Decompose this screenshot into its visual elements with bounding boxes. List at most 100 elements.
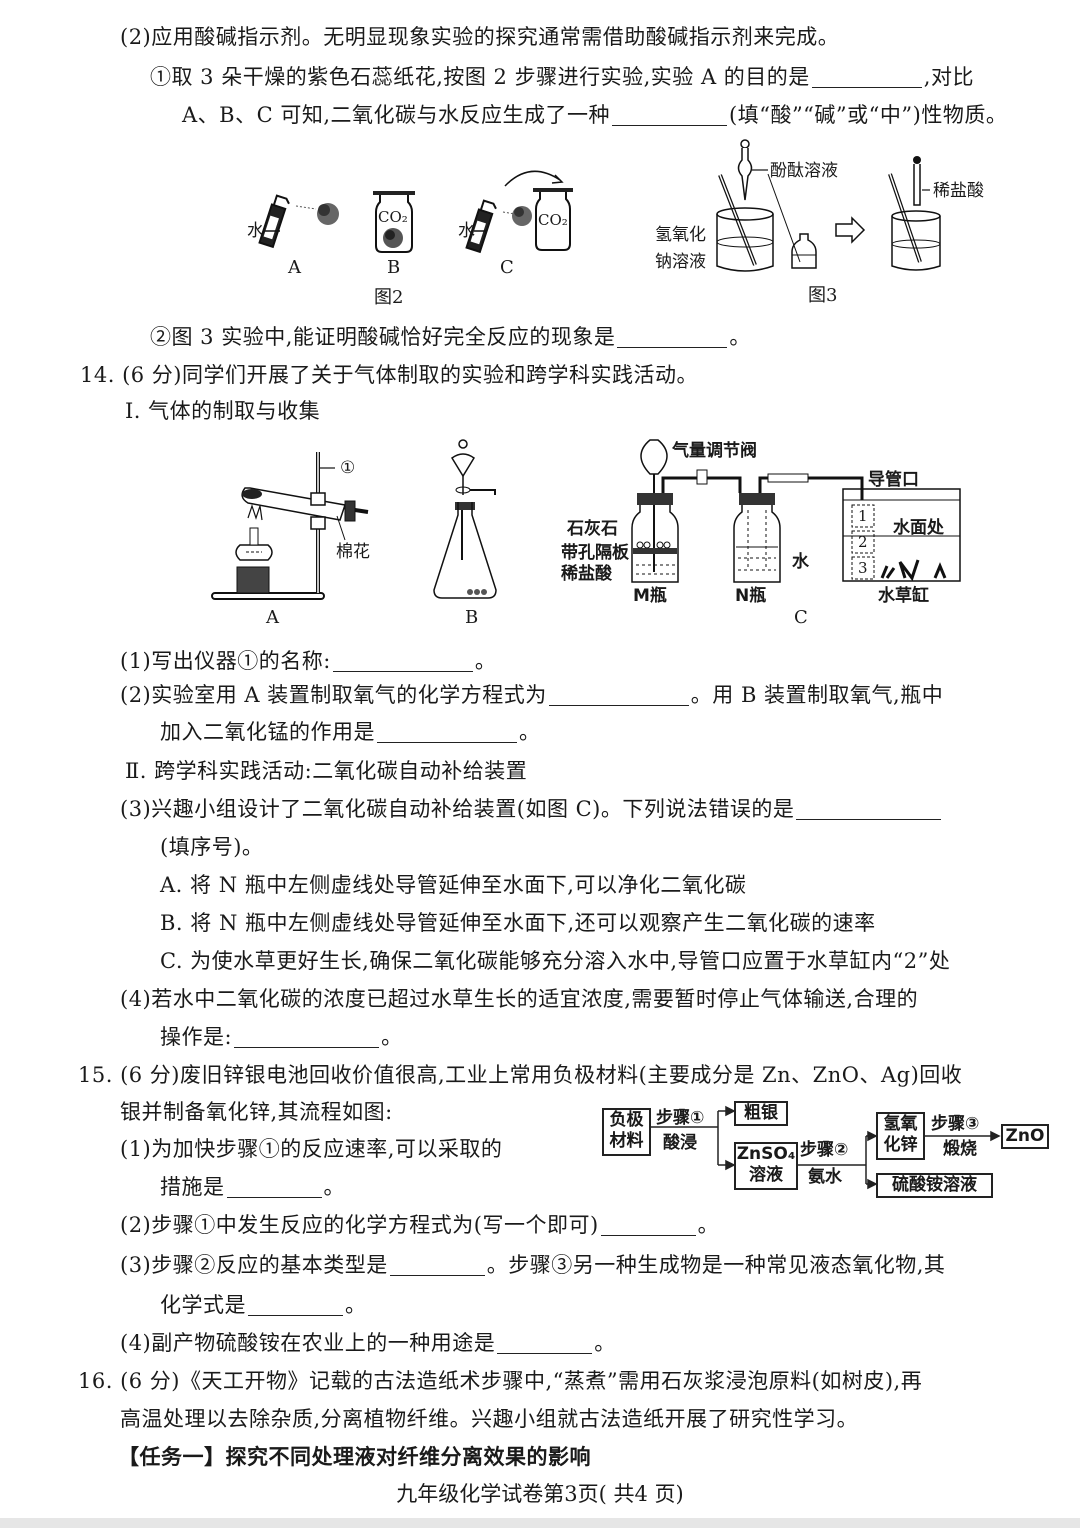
answer-blank-instrument-name[interactable] [332,649,473,672]
fig3-hcl-label: 稀盐酸 [933,181,984,201]
answer-blank-property[interactable] [612,103,728,126]
conical-flask-funnel-icon [433,439,497,599]
q14-header: 14. (6 分)同学们开展了关于气体制取的实验和跨学科实践活动。 [80,363,698,387]
answer-blank-formula[interactable] [248,1293,343,1316]
fig2-label-a: A [288,257,301,278]
fig2-label-b: B [387,257,401,278]
answer-blank-equation[interactable] [548,683,689,706]
flow-node-zno: ZnO [1001,1124,1049,1149]
flow-node-anode-material: 负极 材料 [602,1108,651,1156]
q13-sub1-line2-text: A、B、C 可知,二氧化碳与水反应生成了一种 [182,103,611,127]
q15-p1-end: 。 [323,1175,345,1199]
q14-p4-end: 。 [381,1025,403,1049]
q13-sub1-line2: A、B、C 可知,二氧化碳与水反应生成了一种 (填“酸”“碱”或“中”)性物质。 [182,100,1007,130]
fig2-co2-b: CO₂ [378,208,408,226]
spray-bottle-a-icon [258,194,339,249]
q15-p4-text: (4)副产物硫酸铵在农业上的一种用途是 [120,1331,496,1355]
flow-node-text: 化锌 [883,1135,918,1155]
flow-step2-sub: 氨水 [808,1167,842,1187]
flow-node-text: ZnSO₄ [736,1144,796,1164]
flow-node-text: 负极 [609,1110,644,1130]
flow-node-zinc-hydroxide: 氢氧 化锌 [876,1112,925,1160]
valve-label: 气量调节阀 [672,441,757,461]
position-2: 2 [858,533,868,551]
position-1: 1 [858,507,868,525]
answer-blank-usage[interactable] [497,1331,593,1354]
fig3-phenolphthalein-label: 酚酞溶液 [770,161,838,181]
flow-step1-label: 步骤① [656,1108,705,1128]
q14-option-b: B. 将 N 瓶中左侧虚线处导管延伸至水面下,还可以观察产生二氧化碳的速率 [160,911,876,935]
flow-node-crude-silver: 粗银 [734,1101,788,1126]
q14-p1: (1)写出仪器①的名称:。 [120,646,496,676]
answer-blank-purpose[interactable] [811,65,922,88]
bottle-n-label: N瓶 [735,586,767,606]
answer-blank-wrong-option[interactable] [796,797,942,820]
answer-blank-reaction-equation[interactable] [600,1213,696,1236]
q15-p2: (2)步骤①中发生反应的化学方程式为(写一个即可) 。 [120,1210,719,1240]
q14-p4-line2: 操作是: 。 [160,1022,403,1052]
answer-blank-measure[interactable] [226,1175,322,1198]
flow-step3-sub: 煅烧 [943,1139,977,1159]
water-surface-label: 水面处 [893,518,944,538]
fig2-water-label-c: 水 [458,221,475,241]
flow-node-text: 氢氧 [883,1114,918,1134]
q14-p2-line2-text: 加入二氧化锰的作用是 [160,720,375,744]
outlet-label: 导管口 [868,470,919,490]
flowchart-arrows [651,1105,1001,1190]
answer-blank-phenomenon[interactable] [617,325,728,348]
apparatus-c-label: C [794,607,808,628]
flow-step3-label: 步骤③ [931,1114,980,1134]
q15-p3-line2-text: 化学式是 [160,1293,246,1317]
q13-sub1-line2-end: (填“酸”“碱”或“中”)性物质。 [729,103,1008,127]
q13-sub2: ②图 3 实验中,能证明酸碱恰好完全反应的现象是 。 [150,322,751,352]
q13-sub1-text-end: ,对比 [923,65,974,89]
q13-sub2-end: 。 [729,325,751,349]
q14-option-c: C. 为使水草更好生长,确保二氧化碳能够充分溶入水中,导管口应置于水草缸内“2”… [160,949,951,973]
bottle-m-label: M瓶 [633,586,667,606]
answer-blank-reaction-type[interactable] [389,1253,485,1276]
limestone-label: 石灰石 [567,519,618,539]
apparatus-a-label: A [266,607,279,628]
flow-node-text: 材料 [609,1131,644,1151]
q15-p1-text: 措施是 [160,1175,225,1199]
fig2-co2-c: CO₂ [538,211,568,229]
q14-p2-end: 。用 B 装置制取氧气,瓶中 [690,683,944,707]
q15-p3-text: (3)步骤②反应的基本类型是 [120,1253,388,1277]
q14-section1: Ⅰ. 气体的制取与收集 [125,399,321,423]
apparatus-a-marker: ① [340,458,356,478]
q16-line2: 高温处理以去除杂质,分离植物纤维。兴趣小组就古法造纸开展了研究性学习。 [120,1407,859,1431]
answer-blank-operation[interactable] [234,1025,380,1048]
q15-p3-mid: 。步骤③另一种生成物是一种常见液态氧化物,其 [486,1253,946,1277]
fig2-water-label-a: 水 [247,221,264,241]
q14-p4-text: 操作是: [160,1025,233,1049]
flow-node-ammonium-sulfate: 硫酸铵溶液 [876,1173,993,1198]
line [263,230,280,232]
q15-p2-text: (2)步骤①中发生反应的化学方程式为(写一个即可) [120,1213,599,1237]
fig2-label-c: C [500,257,514,278]
beaker-setup-1-icon [716,139,866,272]
q13-sub1-text: ①取 3 朵干燥的紫色石蕊纸花,按图 2 步骤进行实验,实验 A 的目的是 [150,65,810,89]
q15-line2: 银并制备氧化锌,其流程如图: [120,1100,393,1124]
q16-task1: 【任务一】探究不同处理液对纤维分离效果的影响 [118,1445,591,1469]
q13-sub1-line1: ①取 3 朵干燥的紫色石蕊纸花,按图 2 步骤进行实验,实验 A 的目的是 ,对比 [150,62,974,92]
flow-step2-label: 步骤② [800,1140,849,1160]
q14-p4-line1: (4)若水中二氧化碳的浓度已超过水草生长的适宜浓度,需要暂时停止气体输送,合理的 [120,987,919,1011]
q15-p4: (4)副产物硫酸铵在农业上的一种用途是。 [120,1328,616,1358]
q15-p2-end: 。 [697,1213,720,1237]
answer-blank-mno2-role[interactable] [377,720,517,743]
q15-p1-line2: 措施是 。 [160,1172,345,1202]
q13-sub2-text: ②图 3 实验中,能证明酸碱恰好完全反应的现象是 [150,325,616,349]
tank-label: 水草缸 [878,586,929,606]
apparatus-b-label: B [465,607,479,628]
q15-header: 15. (6 分)废旧锌银电池回收价值很高,工业上常用负极材料(主要成分是 Zn… [78,1063,963,1087]
q14-option-a: A. 将 N 瓶中左侧虚线处导管延伸至水面下,可以净化二氧化碳 [160,873,747,897]
q14-p3-line1: (3)兴趣小组设计了二氧化碳自动补给装置(如图 C)。下列说法错误的是 [120,794,943,824]
beaker-setup-2-icon [888,156,941,271]
flow-node-znso4: ZnSO₄ 溶液 [734,1142,798,1190]
q15-p3-line2: 化学式是。 [160,1290,367,1320]
heating-apparatus-icon [211,452,369,600]
co2-supply-apparatus-icon [631,439,961,583]
gas-jar-b-icon [373,191,415,253]
flow-step1-sub: 酸浸 [663,1133,697,1153]
q14-p2-line2: 加入二氧化锰的作用是。 [160,717,541,747]
